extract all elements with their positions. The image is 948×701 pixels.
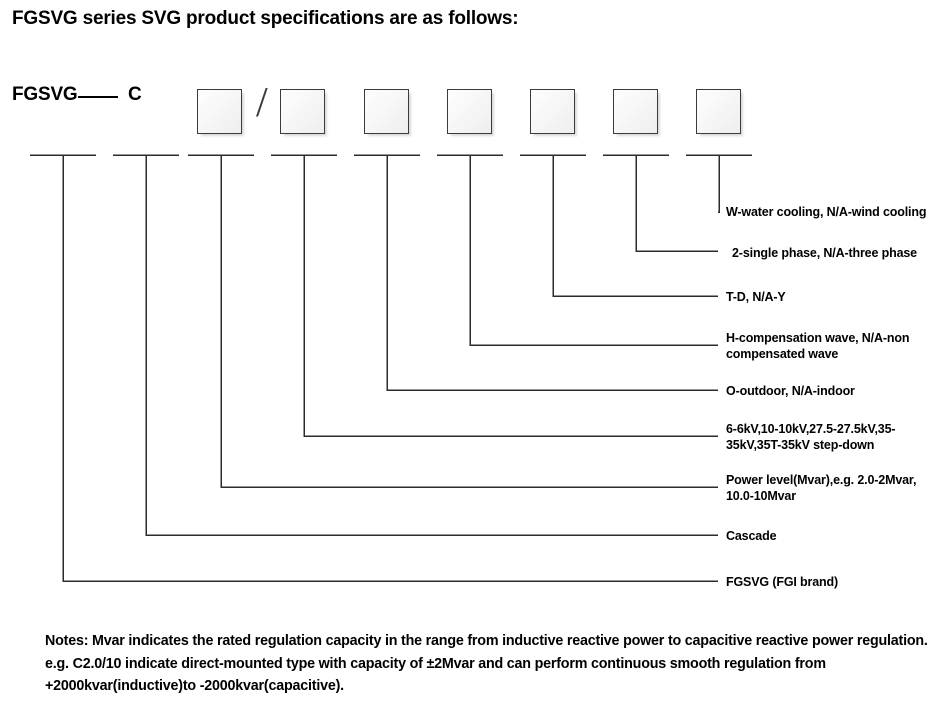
label-cooling: W-water cooling, N/A-wind cooling (726, 205, 927, 219)
leader-cooling (718, 155, 720, 213)
label-compensation-wave: H-compensation wave, N/A-non compensated… (726, 331, 910, 361)
label-cascade: Cascade (726, 529, 777, 543)
notes-paragraph: Notes: Mvar indicates the rated regulati… (45, 633, 928, 694)
leader-compensation-wave (469, 155, 718, 346)
code-box-voltage[interactable] (280, 89, 325, 134)
leader-voltage (303, 155, 718, 437)
code-box-connection[interactable] (530, 89, 575, 134)
leader-connection (552, 155, 718, 297)
label-outdoor: O-outdoor, N/A-indoor (726, 384, 855, 398)
label-brand: FGSVG (FGI brand) (726, 575, 839, 589)
code-box-power-level[interactable] (197, 89, 242, 134)
code-box-compensation-wave[interactable] (447, 89, 492, 134)
code-connector-dash (78, 96, 118, 98)
label-power-level: Power level(Mvar),e.g. 2.0-2Mvar, 10.0-1… (726, 473, 917, 503)
leader-power-level (220, 155, 718, 488)
product-code-row: FGSVG C / (0, 0, 948, 160)
leader-brand (62, 155, 718, 582)
leader-cascade (145, 155, 718, 536)
label-phase: 2-single phase, N/A-three phase (732, 246, 917, 260)
leader-outdoor (386, 155, 718, 391)
code-box-phase[interactable] (613, 89, 658, 134)
code-cascade-text: C (128, 84, 142, 105)
code-brand-text: FGSVG (12, 84, 78, 105)
page-title: FGSVG series SVG product specifications … (12, 8, 519, 29)
label-connection: T-D, N/A-Y (726, 290, 786, 304)
code-box-outdoor[interactable] (364, 89, 409, 134)
leader-phase (635, 155, 718, 252)
code-box-cooling[interactable] (696, 89, 741, 134)
code-separator-slash: / (256, 80, 268, 126)
label-voltage: 6-6kV,10-10kV,27.5-27.5kV,35- 35kV,35T-3… (726, 422, 896, 452)
